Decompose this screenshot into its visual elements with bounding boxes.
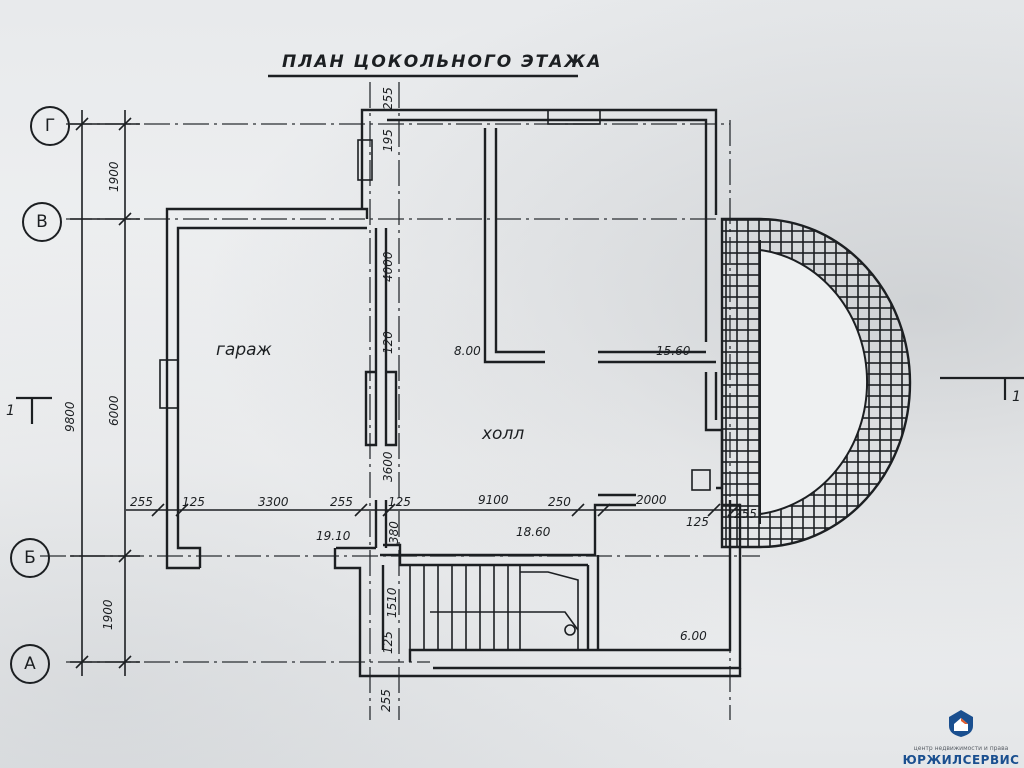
dimension-label-vertical: 1900 <box>107 161 121 192</box>
area-label: 6.00 <box>680 629 707 643</box>
dimension-label-vertical: 3600 <box>381 451 395 482</box>
dimension-label-vertical: 195 <box>381 129 395 152</box>
axis-marker-a: А <box>10 644 50 684</box>
area-label: 8.00 <box>454 344 481 358</box>
dimension-label-vertical: 255 <box>381 87 395 110</box>
staircase <box>409 566 579 650</box>
dimension-label: 255 <box>330 495 353 509</box>
left-dimension-lines <box>70 110 140 676</box>
section-mark-right <box>940 376 1024 400</box>
axis-marker-v: В <box>22 202 62 242</box>
dimension-label-vertical: 4000 <box>381 251 395 282</box>
dimension-label-vertical: 1510 <box>385 587 399 618</box>
dimension-label: 255 <box>130 495 153 509</box>
house-shield-icon <box>949 710 973 737</box>
dimension-label: 125 <box>388 495 411 509</box>
axis-marker-g: Г <box>30 106 70 146</box>
exterior-walls <box>165 108 742 678</box>
section-mark-number-left: 1 <box>6 403 15 419</box>
axis-marker-b: Б <box>10 538 50 578</box>
dimension-label: 9100 <box>478 493 509 507</box>
logo-name: ЮРЖИЛСЕРВИС <box>902 753 1020 767</box>
dimension-label-vertical: 9800 <box>63 401 77 432</box>
dimension-label-vertical: 125 <box>381 631 395 654</box>
dimension-label: 255 <box>734 507 757 521</box>
dimension-label-vertical: 120 <box>381 331 395 354</box>
room-label-hall: холл <box>482 424 525 444</box>
area-label: 19.10 <box>316 529 351 543</box>
dimension-label-vertical: 1900 <box>101 599 115 630</box>
dimension-label-vertical: 255 <box>379 689 393 712</box>
terrace <box>720 217 912 549</box>
area-label: 15.60 <box>656 344 691 358</box>
dimension-label: 125 <box>182 495 205 509</box>
axis-lines <box>40 82 760 720</box>
plan-title: ПЛАН ЦОКОЛЬНОГО ЭТАЖА <box>282 52 603 72</box>
dimension-label-vertical: 6000 <box>107 395 121 426</box>
section-mark-left <box>16 396 52 424</box>
brand-logo: центр недвижимости и права ЮРЖИЛСЕРВИС <box>902 708 1020 766</box>
logo-tagline: центр недвижимости и права <box>913 745 1009 752</box>
window-marks <box>159 109 711 491</box>
dimension-label: 3300 <box>258 495 289 509</box>
room-label-garage: гараж <box>216 340 272 360</box>
section-mark-number-right: 1 <box>1012 389 1021 405</box>
dimension-label: 2000 <box>636 493 667 507</box>
area-label: 18.60 <box>516 525 551 539</box>
interior-walls <box>336 128 716 650</box>
dimension-label-vertical: 380 <box>387 521 401 544</box>
dimension-label: 125 <box>686 515 709 529</box>
dimension-label: 250 <box>548 495 571 509</box>
